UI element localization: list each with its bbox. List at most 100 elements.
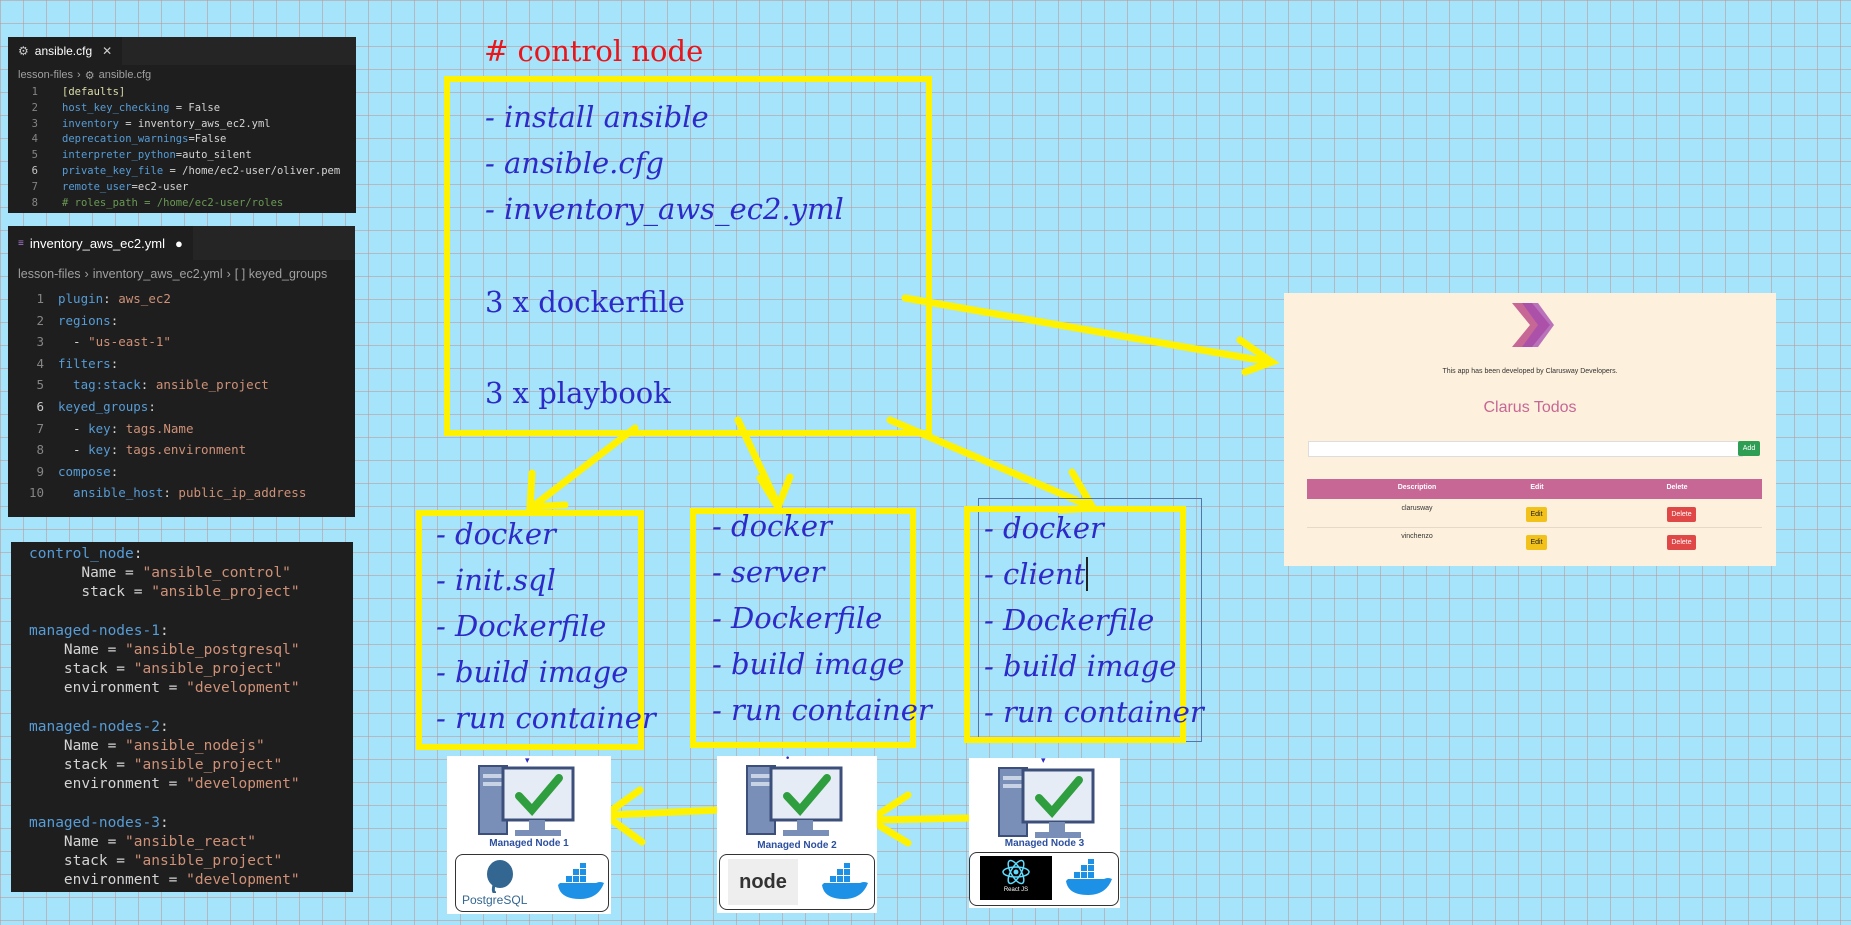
code-token: = inventory_aws_ec2.yml (118, 117, 271, 130)
code-token: stack = (29, 853, 134, 870)
nodejs-logo: node (728, 859, 798, 905)
code-line: Name = "ansible_react" (29, 833, 353, 852)
developed-by-text: This app has been developed by Clarusway… (1442, 368, 1618, 375)
breadcrumb-file[interactable]: ansible.cfg (98, 69, 152, 81)
line-number: 4 (36, 355, 44, 371)
chevron-right-icon: › (77, 69, 81, 81)
box3-item: - build image (984, 649, 1177, 683)
tab-label: ansible.cfg (34, 44, 93, 58)
breadcrumb-symbol[interactable]: [ ] keyed_groups (234, 267, 328, 281)
arrow-to-box1 (528, 424, 639, 511)
arrow-to-box2-head (756, 473, 794, 515)
code-token: = False (169, 101, 221, 114)
code-line: managed-nodes-3: (29, 814, 353, 833)
code-token: host_key_checking (62, 101, 170, 114)
react-logo: React JS (980, 856, 1052, 900)
code-line: 1[defaults] (8, 85, 356, 101)
logo-frame: node (719, 854, 875, 910)
code-token: key (88, 420, 111, 436)
code-line: stack = "ansible_project" (29, 852, 353, 871)
code-token: "ansible_project" (151, 584, 300, 601)
code-line: 2 host_key_checking = False (8, 101, 356, 117)
code-token: =auto_silent (175, 149, 252, 162)
tab-inventory[interactable]: ≡ inventory_aws_ec2.yml ● (8, 226, 193, 260)
line-number: 2 (31, 101, 38, 114)
breadcrumb-folder[interactable]: lesson-files (18, 69, 74, 81)
code-token: interpreter_python (62, 149, 176, 162)
postgresql-logo: PostgreSQL (462, 857, 538, 909)
code-line: 3 inventory = inventory_aws_ec2.yml (8, 117, 356, 133)
tags-snippet: control_node: Name = "ansible_control" s… (11, 542, 353, 892)
inventory-editor: ≡ inventory_aws_ec2.yml ● lesson-files ›… (8, 226, 355, 517)
breadcrumb-file[interactable]: inventory_aws_ec2.yml (92, 267, 223, 281)
code-line: managed-nodes-1: (29, 622, 353, 641)
control-item: 3 x playbook (485, 376, 671, 410)
code-token: "development" (186, 872, 300, 889)
line-number: 3 (31, 117, 38, 130)
code-token: =False (188, 133, 227, 146)
code-token: : (159, 814, 169, 831)
todo-input[interactable] (1308, 441, 1743, 457)
code-token: Name = (29, 834, 126, 850)
code-token: control_node (29, 546, 134, 562)
code-line: stack = "ansible_project" (29, 660, 353, 679)
code-token: Name = (29, 642, 126, 658)
arrow-node3-node2 (871, 814, 974, 824)
code-token: : (159, 622, 169, 639)
code-token: tag:stack (58, 377, 141, 393)
yaml-file-icon: ≡ (18, 237, 24, 249)
editor-tab-bar: ≡ inventory_aws_ec2.yml ● (8, 226, 355, 260)
code-token: = /home/ec2-user/oliver.pem (163, 164, 341, 177)
line-number: 6 (36, 398, 44, 414)
code-line: control_node: (29, 545, 353, 564)
code-token: : (110, 355, 119, 371)
delete-button[interactable]: Delete (1667, 507, 1696, 522)
unsaved-dot-icon[interactable]: ● (174, 235, 183, 251)
box1-item: - init.sql (436, 563, 556, 597)
table-header: Description Edit Delete (1307, 479, 1762, 499)
node-label: Managed Node 1 (489, 838, 569, 849)
edit-button[interactable]: Edit (1526, 507, 1547, 522)
box1-item: - docker (436, 517, 556, 551)
code-token: managed-nodes-3 (29, 814, 160, 831)
code-token: "ansible_project" (133, 757, 283, 774)
breadcrumb: lesson-files › ⚙ ansible.cfg (8, 65, 356, 85)
table-row: clarusway Edit Delete (1307, 499, 1762, 528)
gear-icon: ⚙ (18, 44, 29, 58)
close-icon[interactable]: ✕ (102, 44, 113, 58)
tab-ansible-cfg[interactable]: ⚙ ansible.cfg ✕ (8, 37, 123, 65)
delete-button[interactable]: Delete (1667, 535, 1696, 550)
breadcrumb-folder[interactable]: lesson-files (18, 267, 81, 281)
edit-button[interactable]: Edit (1526, 535, 1547, 550)
ansible-cfg-editor: ⚙ ansible.cfg ✕ lesson-files › ⚙ ansible… (8, 37, 356, 213)
small-arrow-icon: ▾ (525, 756, 530, 766)
editor-tab-bar: ⚙ ansible.cfg ✕ (8, 37, 356, 65)
code-line: Name = "ansible_nodejs" (29, 737, 353, 756)
code-token: : (110, 312, 119, 328)
node-label: Managed Node 2 (757, 840, 837, 851)
chevron-right-icon: › (84, 267, 89, 281)
code-token: "ansible_react" (125, 834, 256, 850)
table-row: vinchenzo Edit Delete (1307, 527, 1762, 555)
code-token: "development" (186, 776, 300, 793)
control-item: 3 x dockerfile (485, 285, 685, 319)
code-area[interactable]: 1[defaults]2 host_key_checking = False 3 in… (8, 85, 356, 211)
small-arrow-icon: ▾ (1041, 756, 1046, 766)
code-line: 7 - key: tags.Name (8, 418, 355, 440)
box3-item[interactable]: - client (984, 557, 1089, 591)
line-number: 4 (31, 133, 38, 146)
code-line: Name = "ansible_postgresql" (29, 641, 353, 660)
box1-item: - build image (436, 655, 629, 689)
code-line: managed-nodes-2: (29, 718, 353, 737)
code-token: "ansible_nodejs" (125, 738, 265, 754)
todo-description: clarusway (1401, 505, 1433, 512)
code-token: : (159, 718, 169, 735)
code-token: inventory (62, 117, 119, 130)
react-wordmark: React JS (1003, 887, 1029, 893)
add-button[interactable]: Add (1738, 441, 1760, 456)
app-logo-icon (1512, 303, 1554, 347)
code-token: "ansible_project" (133, 661, 283, 678)
code-token: filters (58, 355, 111, 371)
